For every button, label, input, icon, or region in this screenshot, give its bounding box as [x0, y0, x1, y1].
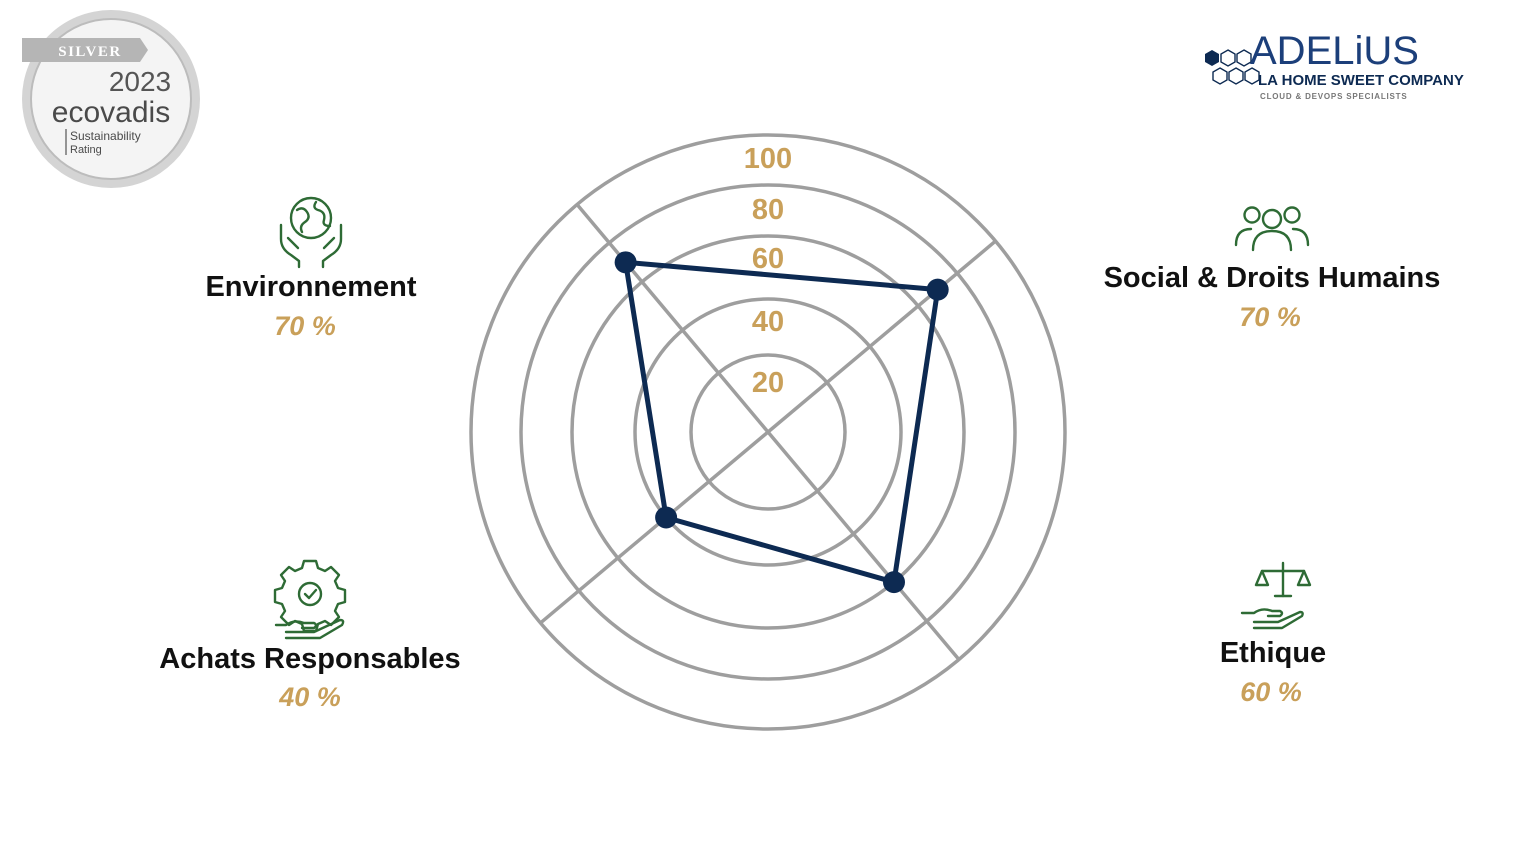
category-title: Ethique	[1220, 637, 1326, 669]
series-points	[614, 251, 949, 594]
tick-label-20: 20	[752, 367, 784, 399]
badge-line2: Rating	[70, 144, 102, 156]
grid-ring-60	[570, 234, 966, 630]
category-ethique: Ethique 60 %	[1220, 561, 1326, 707]
grid-spoke-4	[539, 430, 770, 625]
people-icon	[1234, 206, 1310, 252]
grid-ring-80	[519, 183, 1017, 681]
grid-ring-20	[689, 353, 847, 511]
category-title: Environnement	[205, 271, 416, 303]
logo-name: ADELiUS	[1250, 29, 1419, 73]
data-point-3	[882, 571, 905, 594]
data-point-1	[614, 251, 637, 274]
grid-rings	[469, 133, 1067, 731]
category-score: 60 %	[1240, 677, 1302, 707]
adelius-logo: ADELiUS LA HOME SWEET COMPANY CLOUD & DE…	[1205, 29, 1464, 101]
category-title: Social & Droits Humains	[1104, 262, 1441, 294]
category-environnement: Environnement 70 %	[205, 196, 417, 341]
category-achats: Achats Responsables 40 %	[159, 559, 461, 712]
badge-tier: SILVER	[58, 44, 121, 60]
badge-brand: ecovadis	[52, 96, 170, 129]
tick-label-80: 80	[752, 194, 784, 226]
ecovadis-badge: SILVER 2023 ecovadis Sustainability Rati…	[22, 10, 200, 188]
grid-ring-40	[633, 297, 903, 567]
data-point-4	[655, 506, 678, 529]
category-score: 70 %	[274, 311, 336, 341]
logo-subtitle: CLOUD & DEVOPS SPECIALISTS	[1260, 92, 1407, 101]
grid-spokes	[539, 203, 997, 661]
badge-line1: Sustainability	[70, 129, 141, 143]
grid-ring-100	[469, 133, 1067, 731]
logo-tagline: LA HOME SWEET COMPANY	[1258, 72, 1464, 89]
data-point-2	[926, 278, 949, 301]
tick-label-40: 40	[752, 306, 784, 338]
grid-spoke-1	[575, 203, 770, 434]
grid-spoke-2	[766, 239, 997, 434]
category-title: Achats Responsables	[159, 643, 460, 675]
category-score: 40 %	[278, 682, 341, 712]
tick-label-60: 60	[752, 243, 784, 275]
radar-chart: 20 40 60 80 100	[469, 133, 1067, 731]
scales-hand-icon	[1240, 561, 1312, 630]
grid-spoke-3	[766, 430, 961, 661]
category-score: 70 %	[1239, 302, 1301, 332]
globe-hands-icon	[279, 196, 343, 269]
tick-label-100: 100	[744, 143, 792, 175]
category-social: Social & Droits Humains 70 %	[1104, 206, 1441, 332]
tick-labels: 20 40 60 80 100	[744, 143, 792, 399]
badge-ribbon	[22, 38, 148, 62]
gear-hand-icon	[273, 559, 347, 640]
hexagon-cluster-icon	[1205, 49, 1260, 85]
badge-year: 2023	[109, 66, 171, 97]
